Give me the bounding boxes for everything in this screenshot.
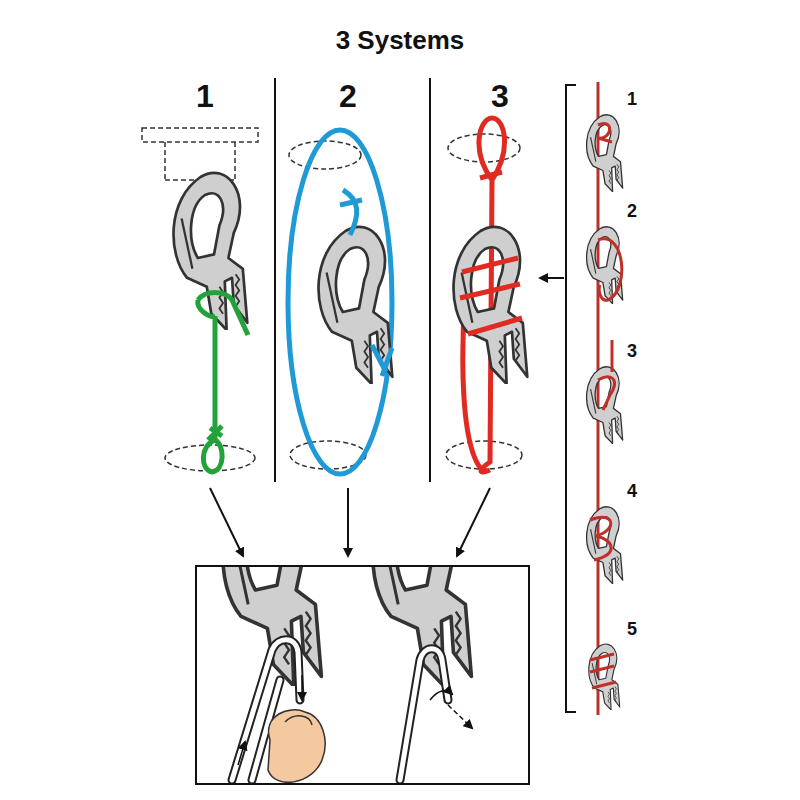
step-number: 3 [627,342,637,362]
title: 3 Systems [336,26,465,55]
step-number: 2 [627,202,637,222]
step-number: 4 [627,482,637,502]
step-number: 1 [627,90,637,110]
column-number: 1 [196,79,214,114]
column-number: 3 [491,79,509,114]
column-number: 2 [339,79,357,114]
step-number: 5 [627,620,637,640]
